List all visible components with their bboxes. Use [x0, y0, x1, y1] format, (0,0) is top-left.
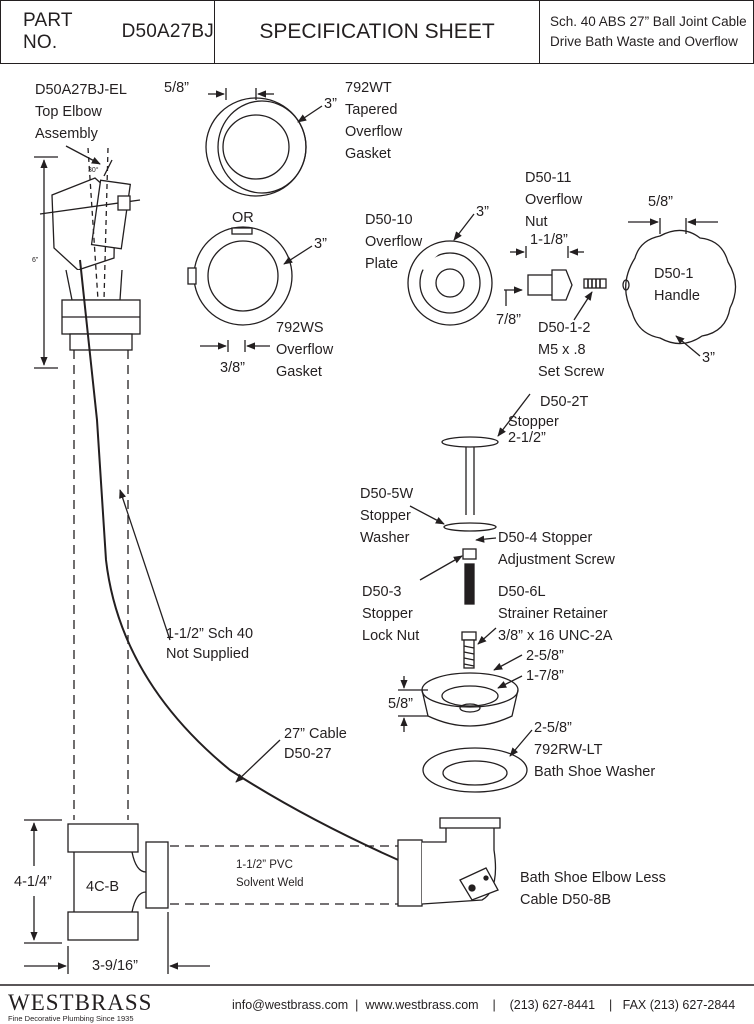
- wt-label-2: Tapered: [345, 102, 397, 118]
- tee-name: 4C-B: [86, 879, 119, 895]
- washer-label-1: D50-5W: [360, 486, 413, 502]
- handle-label-2: Handle: [654, 288, 700, 304]
- brand-tagline: Fine Decorative Plumbing Since 1935: [8, 1014, 134, 1023]
- adjust-label-2: Adjustment Screw: [498, 552, 615, 568]
- elbow-label-2: Top Elbow: [35, 104, 102, 120]
- nut-length: 7/8”: [496, 312, 521, 328]
- tee-width: 3-9/16”: [92, 958, 138, 974]
- strainer-id: 1-7/8”: [526, 668, 564, 684]
- pvc-connection-dashed: [170, 845, 398, 905]
- vertical-pipe-dashed: [73, 350, 129, 820]
- handle-dimension: 5/8”: [648, 194, 673, 210]
- pipe-label-2: Not Supplied: [166, 646, 249, 662]
- bath-shoe-washer: [422, 747, 528, 793]
- wt-dimension: 5/8”: [164, 80, 189, 96]
- ws-label-2: Overflow: [276, 342, 334, 358]
- nut-label-3: Nut: [525, 214, 548, 230]
- angle-label: 30°: [88, 166, 99, 174]
- elbow-label-1: D50A27BJ-EL: [35, 82, 127, 98]
- washer-label-3: Washer: [360, 530, 410, 546]
- top-elbow-assembly: [39, 147, 141, 351]
- screw-label-1: D50-1-2: [538, 320, 590, 336]
- elbow-label-3: Assembly: [35, 126, 99, 142]
- stopper-lock-nut: [462, 548, 477, 560]
- stopper-label-2: Stopper: [508, 414, 559, 430]
- stopper-washer: [443, 522, 497, 532]
- elbow-bottom-label-2: Cable D50-8B: [520, 892, 611, 908]
- brand-logo: WESTBRASS: [8, 990, 153, 1015]
- overflow-plate: [407, 240, 493, 326]
- exploded-parts-diagram: D50A27BJ-EL Top Elbow Assembly 30° 6” 1-…: [0, 80, 754, 986]
- wt-label-3: Overflow: [345, 124, 403, 140]
- lock-label-2: Stopper: [362, 606, 413, 622]
- strainer: [421, 672, 519, 727]
- overflow-nut: [527, 269, 573, 301]
- plate-label-1: D50-10: [365, 212, 413, 228]
- pipe-label-1: 1-1/2” Sch 40: [166, 626, 253, 642]
- retainer-label-3: 3/8” x 16 UNC-2A: [498, 628, 613, 644]
- handle-size: 3”: [702, 350, 715, 366]
- bath-shoe-elbow: [397, 817, 501, 907]
- adjust-label-1: D50-4 Stopper: [498, 530, 592, 546]
- handle: [625, 229, 737, 345]
- overflow-gasket-792ws: [187, 226, 293, 326]
- footer: WESTBRASS Fine Decorative Plumbing Since…: [0, 986, 754, 1024]
- shoe-washer-label-2: Bath Shoe Washer: [534, 764, 655, 780]
- wt-label-4: Gasket: [345, 146, 391, 162]
- strainer-od: 2-5/8”: [526, 648, 564, 664]
- ws-size: 3”: [314, 236, 327, 252]
- nut-label-2: Overflow: [525, 192, 583, 208]
- stopper-label-3: 2-1/2”: [508, 430, 546, 446]
- tapered-gasket-792wt: [205, 97, 307, 197]
- page-title: SPECIFICATION SHEET: [214, 1, 540, 63]
- shoe-washer-label-1: 792RW-LT: [534, 742, 603, 758]
- ws-dimension: 3/8”: [220, 360, 245, 376]
- washer-label-2: Stopper: [360, 508, 411, 524]
- nut-label-1: D50-11: [525, 170, 571, 186]
- elbow-bottom-label-1: Bath Shoe Elbow Less: [520, 870, 666, 886]
- cable-label-2: D50-27: [284, 746, 332, 762]
- contact-info: info@westbrass.com | www.westbrass.com |…: [232, 998, 736, 1012]
- shoe-washer-od: 2-5/8”: [534, 720, 572, 736]
- ws-label-3: Gasket: [276, 364, 322, 380]
- cable-label-1: 27” Cable: [284, 726, 347, 742]
- description-line-1: Sch. 40 ABS 27” Ball Joint Cable: [550, 14, 747, 29]
- header-bar: PART NO. D50A27BJ SPECIFICATION SHEET Sc…: [0, 0, 754, 64]
- part-number-cell: PART NO. D50A27BJ: [1, 1, 214, 63]
- retainer-label-1: D50-6L: [498, 584, 546, 600]
- product-description: Sch. 40 ABS 27” Ball Joint Cable Drive B…: [540, 1, 753, 63]
- screw-label-3: Set Screw: [538, 364, 605, 380]
- tee-fitting-4c-b: [67, 823, 169, 941]
- strainer-height: 5/8”: [388, 696, 413, 712]
- adjustment-screw: [464, 563, 475, 605]
- wt-size: 3”: [324, 96, 337, 112]
- ws-label-1: 792WS: [276, 320, 324, 336]
- stopper-d50-2t: [441, 436, 499, 515]
- description-line-2: Drive Bath Waste and Overflow: [550, 34, 738, 49]
- handle-label-1: D50-1: [654, 266, 694, 282]
- part-no-label: PART NO.: [23, 10, 73, 53]
- plate-label-3: Plate: [365, 256, 398, 272]
- strainer-retainer-screw: [461, 631, 477, 669]
- cable-line: [79, 259, 471, 891]
- nut-dimension: 1-1/8”: [530, 232, 568, 248]
- plate-label-2: Overflow: [365, 234, 423, 250]
- or-label: OR: [232, 210, 254, 226]
- pvc-label-1: 1-1/2” PVC: [236, 859, 293, 871]
- screw-label-2: M5 x .8: [538, 342, 586, 358]
- plate-size: 3”: [476, 204, 489, 220]
- part-no-value: D50A27BJ: [121, 21, 214, 42]
- wt-label-1: 792WT: [345, 80, 392, 96]
- tee-height: 4-1/4”: [14, 874, 52, 890]
- height-6-label: 6”: [32, 257, 39, 264]
- pvc-label-2: Solvent Weld: [236, 877, 304, 889]
- retainer-label-2: Strainer Retainer: [498, 606, 608, 622]
- set-screw: [583, 278, 607, 289]
- lock-label-3: Lock Nut: [362, 628, 419, 644]
- stopper-label-1: D50-2T: [540, 394, 588, 410]
- lock-label-1: D50-3: [362, 584, 402, 600]
